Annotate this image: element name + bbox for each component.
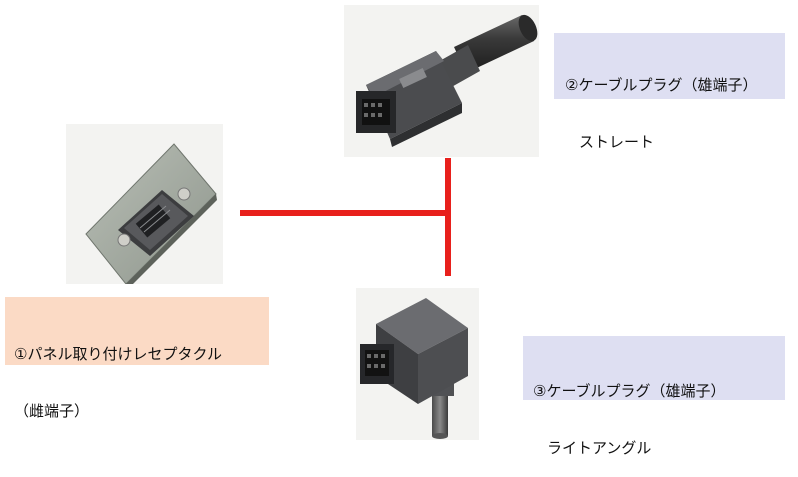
angle-plug-label-line2: ライトアングル: [547, 439, 652, 457]
receptacle-label: ①パネル取り付けレセプタクル （雌端子）: [5, 297, 269, 420]
straight-plug-image: [344, 5, 539, 157]
connection-line-vertical: [445, 158, 451, 276]
connection-line-horizontal: [240, 210, 450, 216]
receptacle-label-line1: ①パネル取り付けレセプタクル: [14, 345, 222, 363]
angle-plug-label: ③ケーブルプラグ（雄端子） ライトアングル: [523, 336, 785, 457]
straight-plug-label-line2: ストレート: [579, 133, 655, 151]
receptacle-image: [66, 124, 223, 284]
receptacle-label-line2: （雌端子）: [14, 402, 90, 420]
angle-plug-label-line1: ③ケーブルプラグ（雄端子）: [533, 382, 726, 400]
straight-plug-label-line1: ②ケーブルプラグ（雄端子）: [565, 76, 758, 94]
angle-plug-image: [356, 288, 479, 440]
straight-plug-label: ②ケーブルプラグ（雄端子） ストレート: [554, 33, 785, 151]
